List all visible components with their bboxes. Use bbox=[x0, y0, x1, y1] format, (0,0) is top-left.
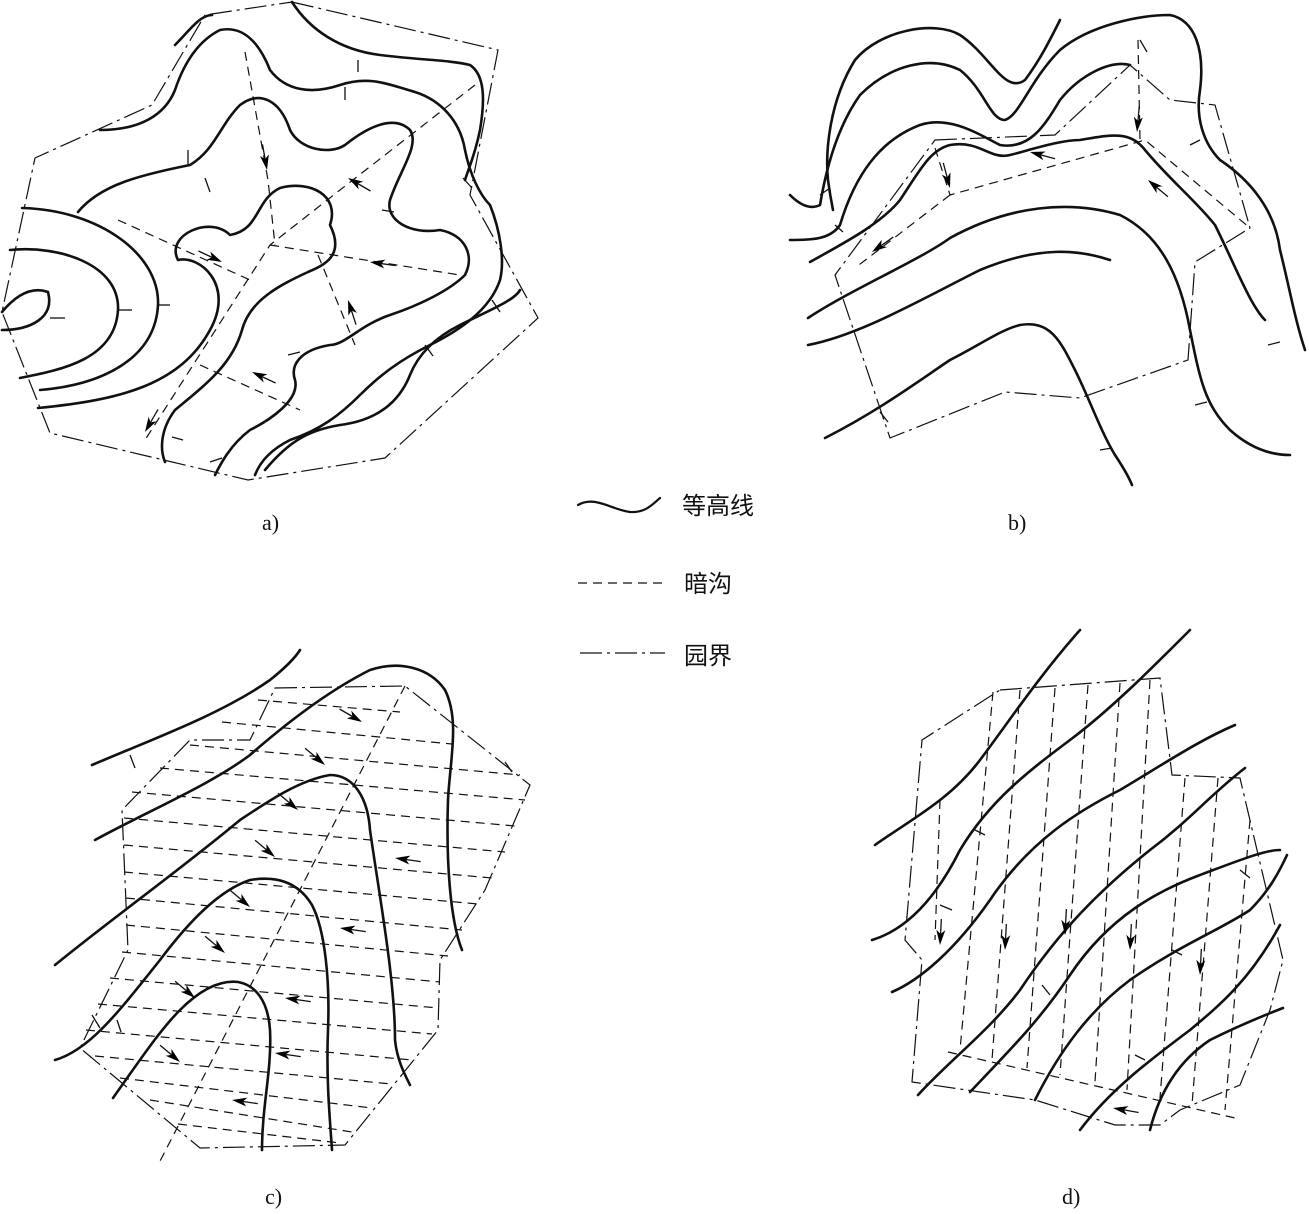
flow-arrow-icon bbox=[1131, 105, 1145, 134]
panel-b bbox=[788, 13, 1307, 487]
panel-a-boundary bbox=[1, 1, 539, 481]
flow-arrow-icon bbox=[1059, 908, 1072, 936]
panel-d-boundary bbox=[904, 677, 1284, 1126]
panel-d-contours bbox=[870, 628, 1289, 1132]
flow-arrow-icon bbox=[1144, 175, 1172, 201]
panel-d-caption: d) bbox=[1062, 1184, 1081, 1209]
legend-boundary-label: 园界 bbox=[684, 642, 732, 670]
panel-d-ticks bbox=[939, 829, 1251, 1061]
panel-a-ticks bbox=[50, 60, 501, 463]
panel-b-caption: b) bbox=[1008, 510, 1027, 535]
legend bbox=[576, 496, 665, 654]
flow-arrow-icon bbox=[226, 886, 254, 912]
legend-contour-label: 等高线 bbox=[682, 492, 754, 520]
flow-arrow-icon bbox=[249, 367, 279, 388]
flow-arrow-icon bbox=[343, 297, 361, 327]
legend-contour-symbol bbox=[576, 496, 662, 514]
panel-b-contours bbox=[788, 13, 1307, 487]
flow-arrow-icon bbox=[257, 142, 273, 172]
panel-c bbox=[53, 648, 531, 1166]
flow-arrow-icon bbox=[934, 918, 947, 946]
flow-arrow-icon bbox=[140, 406, 163, 435]
flow-arrow-icon bbox=[301, 744, 329, 770]
flow-arrow-icon bbox=[273, 1047, 303, 1062]
flow-arrow-icon bbox=[195, 246, 225, 267]
panel-d bbox=[870, 628, 1289, 1132]
flow-arrow-icon bbox=[1111, 1102, 1141, 1118]
panel-c-ticks bbox=[91, 754, 513, 1033]
panel-b-ticks bbox=[819, 39, 1281, 451]
flow-arrow-icon bbox=[274, 789, 302, 815]
flow-arrow-icon bbox=[1194, 948, 1207, 976]
flow-arrow-icon bbox=[230, 1094, 260, 1109]
panel-a-contours bbox=[0, 0, 522, 477]
legend-drain-label: 暗沟 bbox=[684, 570, 732, 598]
flow-arrow-icon bbox=[338, 922, 368, 937]
flow-arrow-icon bbox=[393, 852, 423, 867]
panel-d-drains bbox=[934, 679, 1251, 1119]
flow-arrow-icon bbox=[201, 932, 229, 958]
panel-c-contours bbox=[53, 648, 464, 1152]
flow-arrow-icon bbox=[1124, 923, 1137, 951]
flow-arrow-icon bbox=[999, 923, 1012, 951]
panel-c-boundary bbox=[79, 685, 531, 1149]
panel-b-drains bbox=[854, 39, 1251, 269]
flow-arrow-icon bbox=[251, 836, 279, 862]
panel-c-hatch bbox=[85, 685, 526, 1166]
panel-b-boundary bbox=[834, 64, 1251, 439]
panel-a-caption: a) bbox=[262, 510, 280, 535]
panel-a bbox=[0, 0, 539, 481]
flow-arrow-icon bbox=[868, 232, 897, 257]
panel-c-caption: c) bbox=[265, 1184, 283, 1209]
panel-a-drains bbox=[117, 51, 476, 441]
flow-arrow-icon bbox=[345, 173, 374, 196]
